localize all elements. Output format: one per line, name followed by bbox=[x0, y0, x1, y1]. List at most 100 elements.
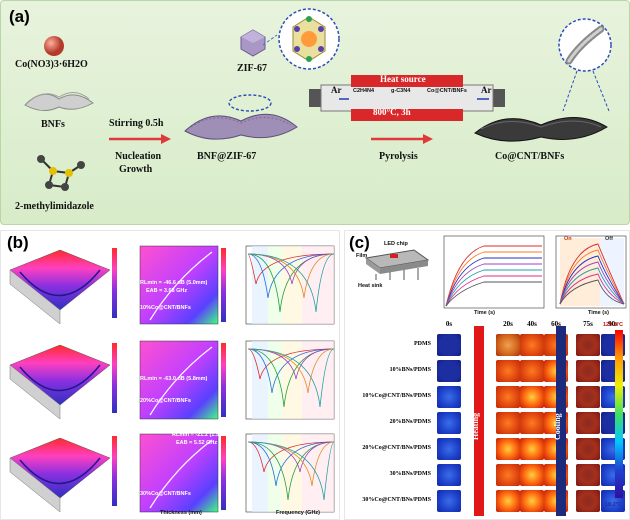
rl-curve-2-6 bbox=[247, 348, 335, 408]
rl-map-contour-2 bbox=[149, 346, 213, 416]
rl-curve-2-5 bbox=[247, 348, 335, 394]
step2-arrow-icon bbox=[371, 134, 433, 144]
ar-outlet-label: Ar bbox=[481, 85, 492, 95]
step1-arrow-icon bbox=[109, 134, 171, 144]
heating-curve-3 bbox=[445, 257, 542, 307]
temperature-label: 800°C, 3h bbox=[373, 107, 411, 117]
row2-name: 20%Co@CNT/BNFs bbox=[140, 398, 191, 404]
panel-c-temperature-plots bbox=[443, 235, 627, 309]
sample-row-label: PDMS bbox=[414, 341, 431, 347]
time-axis-label-2: Time (s) bbox=[588, 310, 609, 316]
time-column-label: 20s bbox=[503, 320, 513, 328]
frequency-axis-label: Frequency (GHz) bbox=[276, 510, 321, 516]
rl-curve-2-2 bbox=[247, 348, 335, 394]
band-s-2 bbox=[252, 341, 268, 419]
thermal-image-cell bbox=[496, 334, 520, 356]
rl-map-1 bbox=[139, 245, 219, 325]
thermal-image-cell bbox=[437, 360, 461, 382]
thermal-image-cell bbox=[520, 438, 544, 460]
surface-trough-1 bbox=[19, 269, 101, 297]
row2-rlmin: RLmin = -63.0 dB (5.8mm) bbox=[140, 376, 208, 382]
row3-rlmin: RLmin = -21.2 (1.5mm) bbox=[172, 432, 231, 438]
sample-row-label: 20%BNs/PDMS bbox=[389, 419, 431, 425]
band-ku-2 bbox=[302, 341, 334, 419]
rl-map-contour-3 bbox=[149, 439, 213, 509]
film-label: Film bbox=[356, 253, 368, 259]
row3-eab: EAB = 5.52 GHz bbox=[176, 440, 218, 446]
tube-reagent-label: C2H4N4 bbox=[353, 88, 375, 94]
zif67-label: ZIF-67 bbox=[237, 63, 267, 74]
thermal-image-cell bbox=[437, 386, 461, 408]
cooling-label: Cooling bbox=[553, 413, 562, 440]
time-axis-label-1: Time (s) bbox=[474, 310, 495, 316]
heating-curve-4 bbox=[445, 263, 542, 307]
thermal-image-cell bbox=[496, 490, 520, 512]
thermal-image-cell bbox=[437, 412, 461, 434]
panel-a-label: (a) bbox=[9, 7, 30, 26]
band-x-2 bbox=[282, 341, 302, 419]
row1-rlmin: RLmin = -46.6 dB (5.0mm) bbox=[140, 280, 208, 286]
scale-min-label: 18.2°C bbox=[605, 502, 622, 508]
panel-b-label: (b) bbox=[7, 233, 29, 252]
rl-curve-1-1 bbox=[247, 253, 335, 285]
heating-curve-7 bbox=[445, 281, 542, 307]
surface-3d-2 bbox=[9, 344, 111, 406]
thickness-axis-label: Thickness (mm) bbox=[160, 510, 202, 516]
surface-3d-3 bbox=[9, 437, 111, 499]
onoff-curve-3 bbox=[559, 255, 625, 305]
product-label: Co@CNT/BNFs bbox=[495, 151, 565, 162]
thermal-image-cell bbox=[496, 438, 520, 460]
heating-curve-frame bbox=[443, 235, 545, 309]
rl-curve-3-5 bbox=[247, 441, 335, 487]
methylimidazole-molecule-icon bbox=[37, 155, 85, 191]
rl-map-colorbar-1 bbox=[221, 248, 226, 322]
surface-side-2 bbox=[9, 364, 61, 420]
heating-bar bbox=[474, 326, 484, 516]
rl-curve-3-3 bbox=[247, 441, 335, 501]
thermal-image-cell bbox=[576, 464, 600, 486]
rl-map-contour-1 bbox=[149, 251, 213, 321]
onoff-curve-2 bbox=[559, 249, 625, 305]
bnf-zif67-label: BNF@ZIF-67 bbox=[197, 151, 257, 162]
rl-curve-3-2 bbox=[247, 441, 335, 487]
surface-colorbar-2 bbox=[112, 343, 117, 413]
time-column-label: 60s bbox=[551, 320, 561, 328]
time-column-label: 90s bbox=[608, 320, 618, 328]
thermal-image-cell bbox=[576, 360, 600, 382]
thermal-image-cell bbox=[576, 386, 600, 408]
heating-label: Heating bbox=[471, 412, 480, 440]
rl-curve-1-6 bbox=[247, 253, 335, 313]
row1-name: 10%Co@CNT/BNFs bbox=[140, 305, 191, 311]
tube-furnace-icon bbox=[309, 75, 505, 121]
thermal-image-cell bbox=[520, 412, 544, 434]
rl-curve-3-4 bbox=[247, 441, 335, 473]
rl-curve-1-2 bbox=[247, 253, 335, 299]
onoff-curve-5 bbox=[559, 267, 625, 305]
panel-a: (a) Co(NO3)3·6H2O BNFs 2-methylimidazole… bbox=[0, 0, 630, 225]
stirring-label: Stirring 0.5h bbox=[109, 118, 164, 129]
heating-off-label: Off bbox=[605, 236, 613, 242]
onoff-curve-6 bbox=[559, 273, 625, 305]
band-c-3 bbox=[268, 434, 282, 512]
bnf-sheets-icon bbox=[24, 92, 94, 111]
time-column-label: 40s bbox=[527, 320, 537, 328]
furnace-arrows-icon bbox=[339, 98, 489, 100]
thermal-image-cell bbox=[437, 464, 461, 486]
zoom-callout-ellipse-icon bbox=[228, 94, 272, 112]
cooling-bar bbox=[556, 326, 566, 516]
surface-trough-3 bbox=[19, 457, 101, 485]
ar-inlet-label: Ar bbox=[331, 85, 342, 95]
sample-row-label: 30%Co@CNT/BNs/PDMS bbox=[362, 497, 431, 503]
thermal-image-cell bbox=[576, 334, 600, 356]
zif67-structure-zoom-icon bbox=[262, 8, 340, 70]
zif67-crystal-icon bbox=[240, 29, 266, 57]
thermal-image-cell bbox=[520, 360, 544, 382]
surface-3d-1 bbox=[9, 249, 111, 311]
sample-row-label: 20%Co@CNT/BNs/PDMS bbox=[362, 445, 431, 451]
onoff-curve-7 bbox=[559, 279, 625, 305]
thermal-image-cell bbox=[496, 412, 520, 434]
thermal-image-cell bbox=[437, 490, 461, 512]
thermal-image-cell bbox=[520, 490, 544, 512]
sample-row-label: 10%BNs/PDMS bbox=[389, 367, 431, 373]
thermal-image-cell bbox=[496, 360, 520, 382]
